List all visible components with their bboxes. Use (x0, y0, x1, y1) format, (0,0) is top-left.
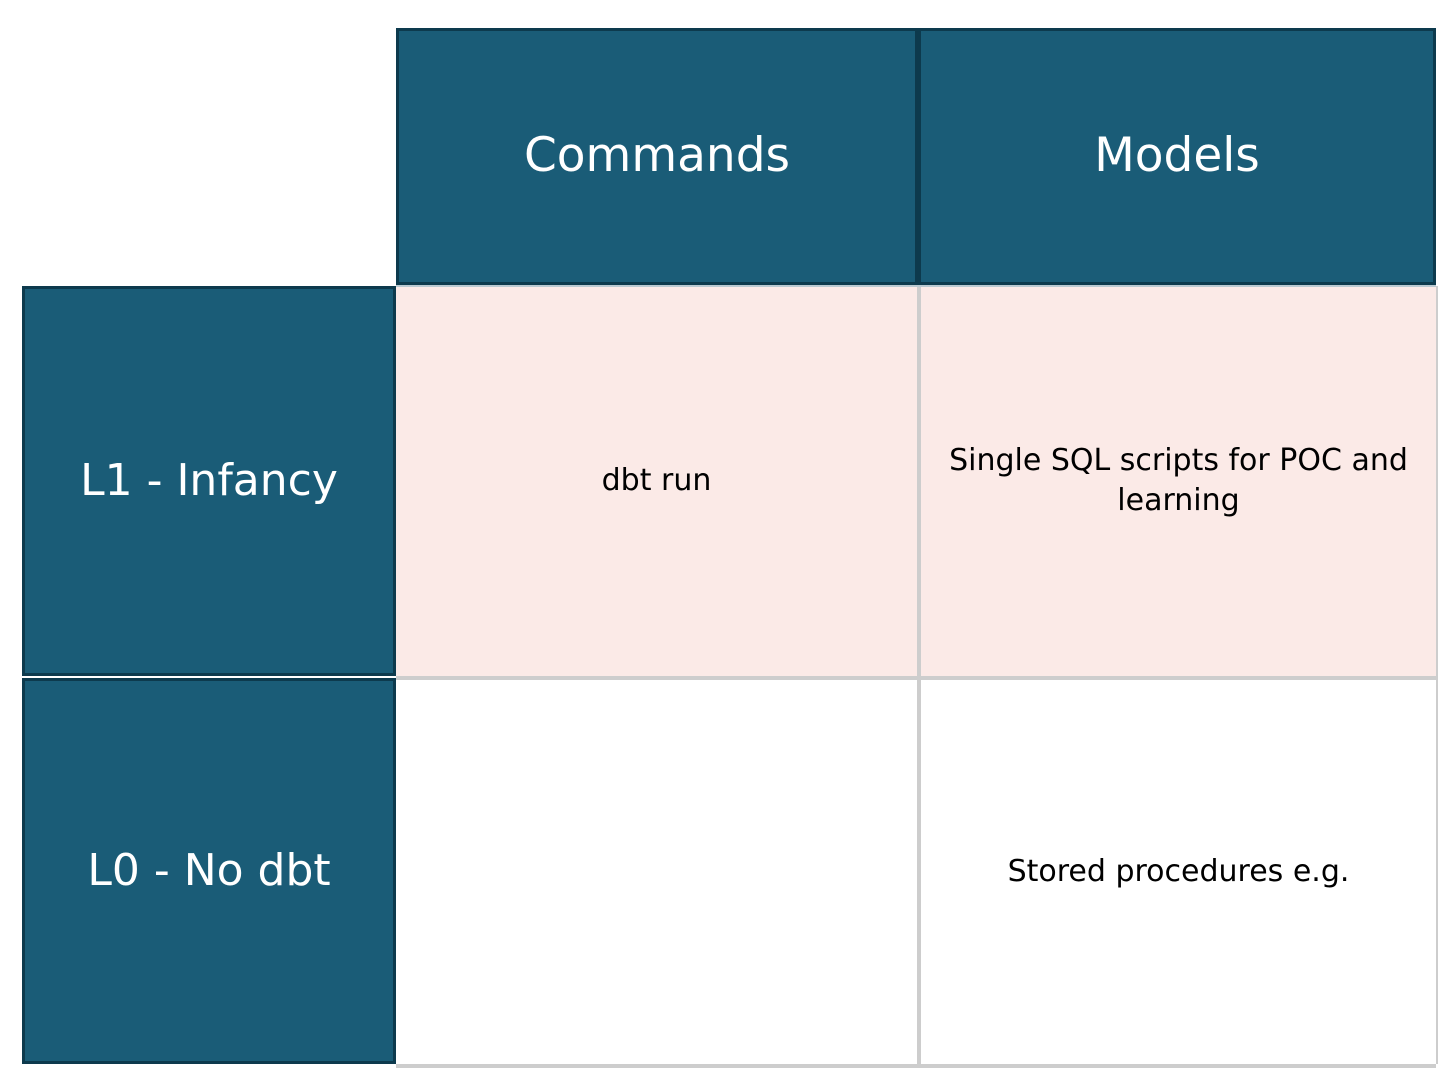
cell-l1-infancy-models: Single SQL scripts for POC and learning (921, 286, 1436, 676)
column-header-models-label: Models (1094, 128, 1260, 184)
cell-l0-no-dbt-models-text: Stored procedures e.g. (1007, 854, 1350, 890)
grid-line-right-border (1436, 286, 1438, 1064)
column-header-commands-label: Commands (523, 128, 791, 184)
cell-l1-infancy-models-text: Single SQL scripts for POC and learning (949, 443, 1408, 518)
grid-line-header-underline (396, 285, 1436, 287)
row-header-l1-infancy[interactable]: L1 - Infancy (22, 286, 396, 676)
cell-l0-no-dbt-commands (396, 680, 917, 1064)
cell-l1-infancy-commands-text: dbt run (601, 463, 712, 499)
row-header-l0-no-dbt-label: L0 - No dbt (87, 844, 331, 896)
grid-line-bottom-border (396, 1064, 1436, 1068)
row-header-l0-no-dbt[interactable]: L0 - No dbt (22, 678, 396, 1064)
column-header-commands[interactable]: Commands (396, 28, 918, 285)
matrix-corner-spacer (0, 0, 396, 286)
grid-line-vertical-commands-models (917, 286, 921, 1064)
row-header-l1-infancy-label: L1 - Infancy (80, 454, 338, 506)
cell-l0-no-dbt-models: Stored procedures e.g. (921, 680, 1436, 1064)
grid-line-horizontal-row-split (396, 676, 1436, 680)
cell-l1-infancy-commands: dbt run (396, 286, 917, 676)
column-header-models[interactable]: Models (918, 28, 1436, 285)
